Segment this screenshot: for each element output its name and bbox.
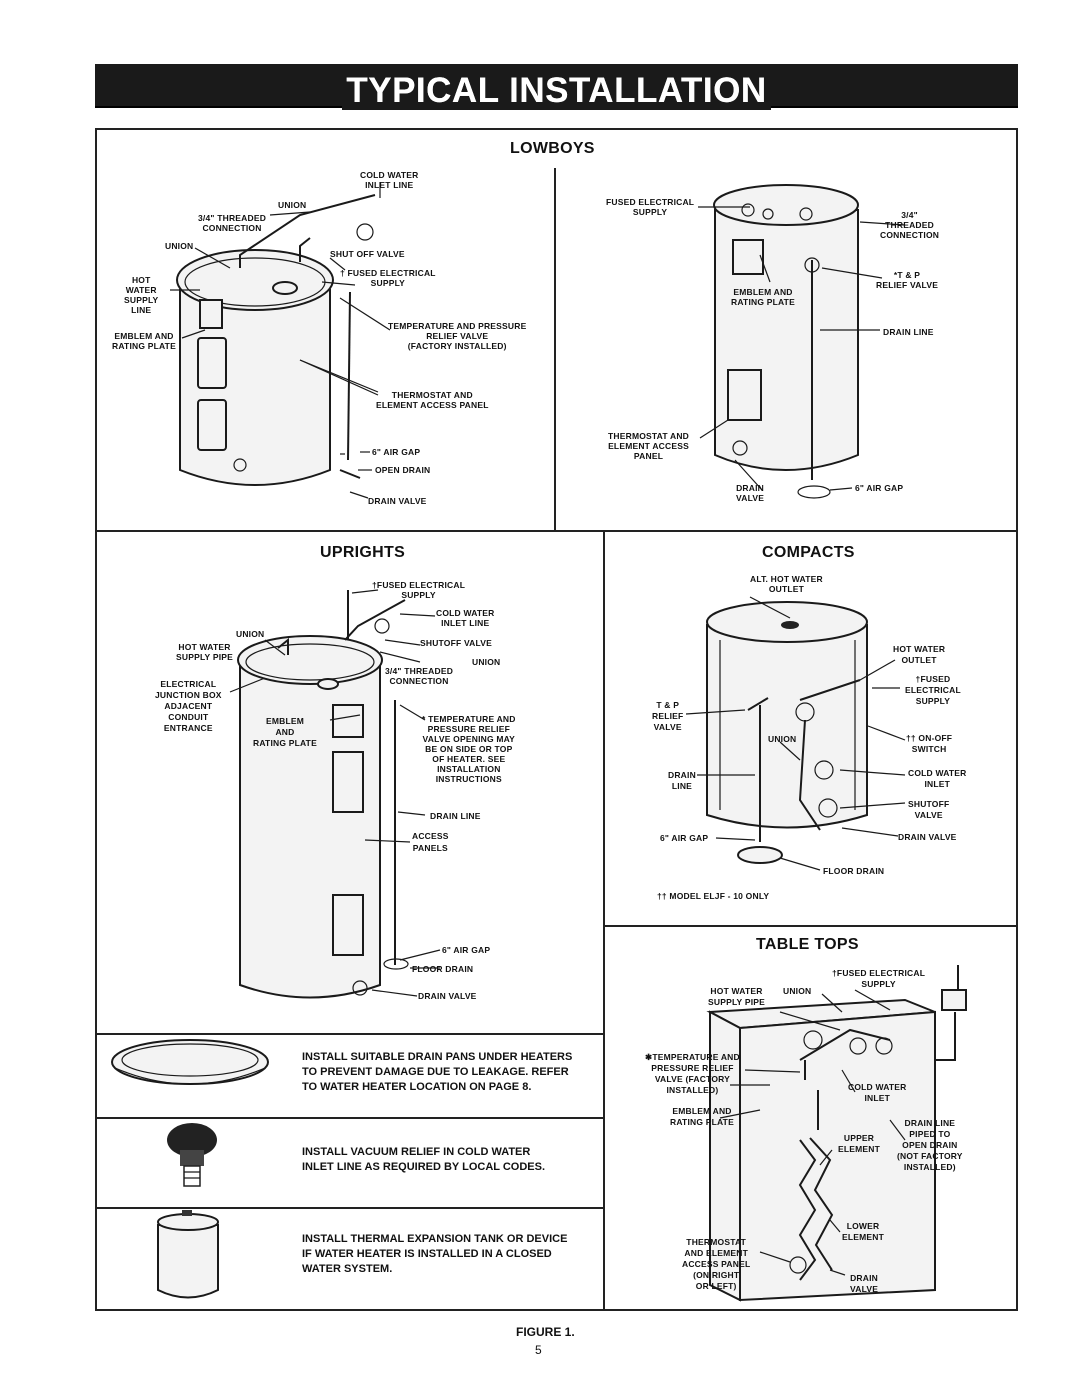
note-expansion-tank: INSTALL THERMAL EXPANSION TANK OR DEVICE…	[302, 1233, 568, 1275]
lowboy-right-drain-line-label: DRAIN LINE	[883, 327, 934, 337]
upright-shutoff-label: SHUTOFF VALVE	[420, 638, 493, 648]
upright-floor-drain-label: FLOOR DRAIN	[412, 964, 474, 974]
heading-lowboys: LOWBOYS	[510, 140, 595, 157]
divider-notes-1	[95, 1117, 605, 1119]
lowboy-right-air-gap-label: 6" AIR GAP	[855, 483, 904, 493]
heading-table-tops: TABLE TOPS	[756, 936, 859, 953]
divider-lowboys-center	[554, 168, 556, 530]
figure-caption: FIGURE 1.	[516, 1325, 575, 1339]
divider-lowboys-bottom	[95, 530, 1018, 532]
upright-union-right-label: UNION	[472, 657, 501, 667]
upright-drain-valve-label: DRAIN VALVE	[418, 991, 477, 1001]
divider-column	[603, 530, 605, 1311]
divider-notes-top	[95, 1033, 605, 1035]
page-title: TYPICAL INSTALLATION	[95, 71, 1018, 110]
compact-floor-drain-label: FLOOR DRAIN	[823, 866, 885, 876]
upright-air-gap-label: 6" AIR GAP	[442, 945, 491, 955]
lowboy-left-shutoff-label: SHUT OFF VALVE	[330, 249, 405, 259]
compact-air-gap-label: 6" AIR GAP	[660, 833, 709, 843]
compact-union-label: UNION	[768, 734, 797, 744]
page-number: 5	[535, 1343, 542, 1357]
upright-drain-line-label: DRAIN LINE	[430, 811, 481, 821]
heading-compacts: COMPACTS	[762, 544, 855, 561]
lowboy-left-open-drain-label: OPEN DRAIN	[375, 465, 431, 475]
lowboy-left-union-top-label: UNION	[278, 200, 307, 210]
upright-union-top-label: UNION	[236, 629, 265, 639]
figure-frame	[95, 128, 1018, 1311]
note-drain-pans: INSTALL SUITABLE DRAIN PANS UNDER HEATER…	[302, 1051, 573, 1093]
heading-uprights: UPRIGHTS	[320, 544, 406, 561]
divider-compacts-bottom	[603, 925, 1018, 927]
lowboy-left-drain-valve-label: DRAIN VALVE	[368, 496, 427, 506]
lowboy-left-air-gap-label: 6" AIR GAP	[372, 447, 421, 457]
table-top-union-label: UNION	[783, 986, 812, 996]
compact-drain-valve-label: DRAIN VALVE	[898, 832, 957, 842]
divider-notes-2	[95, 1207, 605, 1209]
compact-footnote: †† MODEL ELJF - 10 ONLY	[657, 891, 770, 901]
lowboy-left-union-left-label: UNION	[165, 241, 194, 251]
